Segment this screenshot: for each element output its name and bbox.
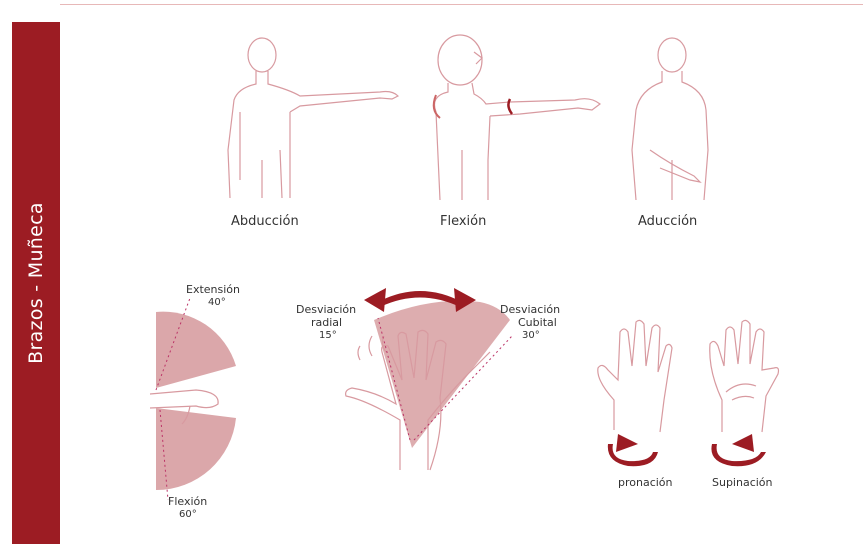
pronacion-rotation-icon <box>608 434 658 466</box>
label-aduccion: Aducción <box>638 214 697 229</box>
label-cubital-line1: Desviación <box>500 304 560 316</box>
label-pronacion: pronación <box>618 477 673 489</box>
wrist-deviation-diagram <box>346 301 512 470</box>
figure-flexion <box>434 35 600 200</box>
label-cubital-deg: 30° <box>522 330 540 341</box>
wrist-flexion-diagram <box>150 298 236 500</box>
label-radial-deg: 15° <box>319 330 337 341</box>
label-abduccion: Abducción <box>231 214 299 229</box>
figure-aduccion <box>632 38 708 200</box>
label-cubital-line2: Cubital <box>518 317 557 329</box>
label-extension: Extensión <box>186 284 240 296</box>
label-flexion-deg: 60° <box>179 509 197 520</box>
label-flexion-wrist: Flexión <box>168 496 207 508</box>
supinacion-hand <box>710 320 779 432</box>
label-extension-deg: 40° <box>208 297 226 308</box>
figure-abduccion <box>228 38 398 198</box>
label-radial-line1: Desviación <box>296 304 356 316</box>
label-supinacion: Supinación <box>712 477 773 489</box>
pronacion-hand <box>598 320 672 432</box>
supinacion-rotation-icon <box>711 434 766 466</box>
label-radial-line2: radial <box>311 317 342 329</box>
label-flexion: Flexión <box>440 214 486 229</box>
